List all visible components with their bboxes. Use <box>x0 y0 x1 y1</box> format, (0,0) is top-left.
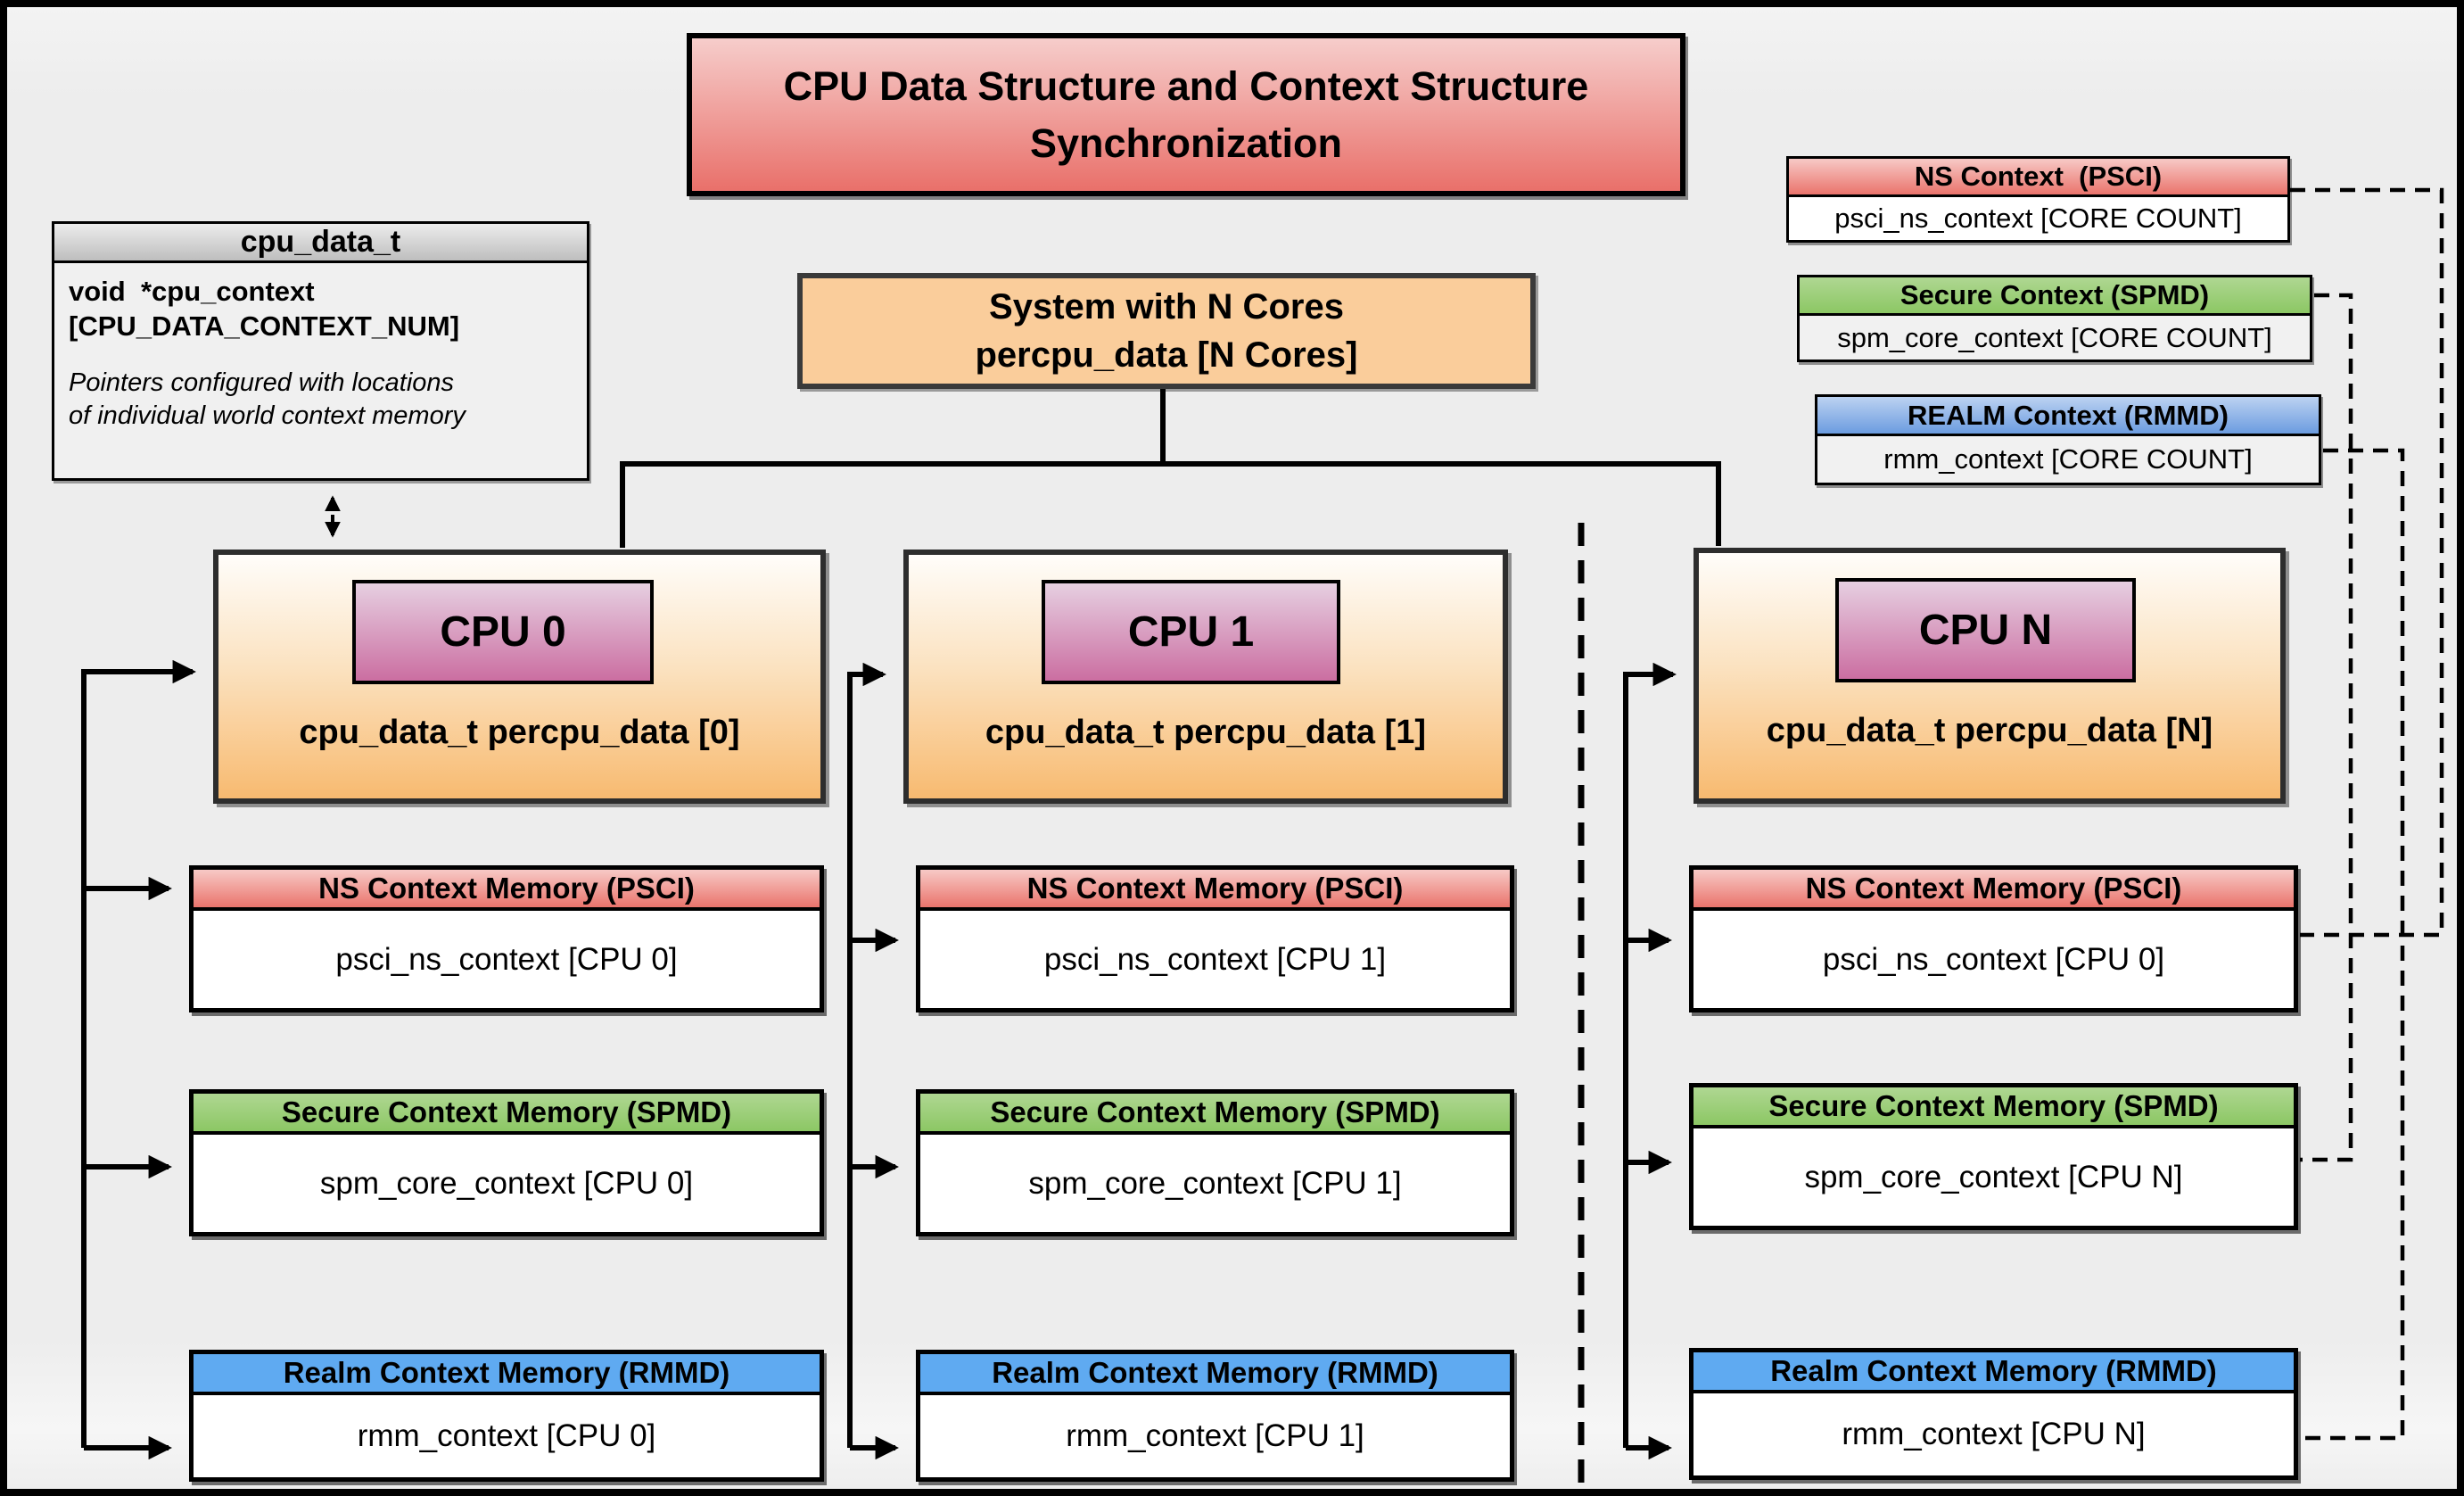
struct-note: Pointers configured with locations of in… <box>69 367 573 433</box>
legend-ns-header: NS Context (PSCI) <box>1789 159 2287 197</box>
cpun-ns-body: psci_ns_context [CPU 0] <box>1693 911 2294 1008</box>
legend-ns-body: psci_ns_context [CORE COUNT] <box>1789 197 2287 240</box>
cpu1-realm-body: rmm_context [CPU 1] <box>920 1395 1510 1477</box>
legend-secure-dashed-link <box>2300 293 2353 1162</box>
cpu0-ns-body: psci_ns_context [CPU 0] <box>194 911 820 1008</box>
cpu1-secure-header: Secure Context Memory (SPMD) <box>920 1094 1510 1135</box>
cpu0-label: CPU 0 <box>352 580 654 684</box>
system-tree-connector <box>620 382 1721 548</box>
struct-note-line1: Pointers configured with locations <box>69 368 455 397</box>
system-box-line1: System with N Cores <box>989 287 1344 326</box>
cpu0-data-label: cpu_data_t percpu_data [0] <box>299 714 740 751</box>
legend-realm-context: REALM Context (RMMD) rmm_context [CORE C… <box>1815 394 2321 485</box>
cpu-data-t-struct-box: cpu_data_t void *cpu_context [CPU_DATA_C… <box>52 221 589 481</box>
cpun-pointer-rail <box>1623 662 1677 1460</box>
cpu1-realm-context-memory-box: Realm Context Memory (RMMD) rmm_context … <box>916 1350 1514 1482</box>
cpun-box: CPU N cpu_data_t percpu_data [N] <box>1693 548 2286 804</box>
cpun-secure-context-memory-box: Secure Context Memory (SPMD) spm_core_co… <box>1689 1083 2298 1230</box>
legend-ns-dashed-link <box>2290 187 2444 938</box>
cpun-realm-context-memory-box: Realm Context Memory (RMMD) rmm_context … <box>1689 1348 2298 1480</box>
cpu0-secure-header: Secure Context Memory (SPMD) <box>194 1094 820 1135</box>
legend-realm-dashed-link <box>2300 448 2405 1441</box>
connector-lines <box>81 187 2444 1486</box>
system-box-line2: percpu_data [N Cores] <box>975 335 1358 375</box>
cpun-ns-header: NS Context Memory (PSCI) <box>1693 870 2294 911</box>
cpu1-data-label: cpu_data_t percpu_data [1] <box>985 714 1427 751</box>
cpu1-ns-context-memory-box: NS Context Memory (PSCI) psci_ns_context… <box>916 865 1514 1012</box>
diagram-title: CPU Data Structure and Context Structure… <box>687 33 1685 196</box>
cpu0-secure-context-memory-box: Secure Context Memory (SPMD) spm_core_co… <box>189 1089 824 1236</box>
cpu1-box: CPU 1 cpu_data_t percpu_data [1] <box>903 550 1508 804</box>
cpu1-label: CPU 1 <box>1042 580 1340 684</box>
legend-ns-context: NS Context (PSCI) psci_ns_context [CORE … <box>1786 156 2290 243</box>
struct-body: void *cpu_context [CPU_DATA_CONTEXT_NUM]… <box>54 263 587 433</box>
cpu0-ns-header: NS Context Memory (PSCI) <box>194 870 820 911</box>
cpu1-ns-header: NS Context Memory (PSCI) <box>920 870 1510 911</box>
cpun-ns-context-memory-box: NS Context Memory (PSCI) psci_ns_context… <box>1689 865 2298 1012</box>
system-box: System with N Cores percpu_data [N Cores… <box>797 273 1536 389</box>
cpu0-realm-context-memory-box: Realm Context Memory (RMMD) rmm_context … <box>189 1350 824 1482</box>
legend-secure-body: spm_core_context [CORE COUNT] <box>1800 316 2310 360</box>
cpu1-ns-body: psci_ns_context [CPU 1] <box>920 911 1510 1008</box>
legend-realm-header: REALM Context (RMMD) <box>1817 397 2319 436</box>
cpun-secure-body: spm_core_context [CPU N] <box>1693 1128 2294 1226</box>
legend-secure-header: Secure Context (SPMD) <box>1800 277 2310 316</box>
cpun-realm-header: Realm Context Memory (RMMD) <box>1693 1352 2294 1393</box>
cpu1-secure-context-memory-box: Secure Context Memory (SPMD) spm_core_co… <box>916 1089 1514 1236</box>
cpu1-realm-header: Realm Context Memory (RMMD) <box>920 1354 1510 1395</box>
struct-note-line2: of individual world context memory <box>69 401 466 430</box>
cpu0-realm-header: Realm Context Memory (RMMD) <box>194 1354 820 1395</box>
legend-realm-body: rmm_context [CORE COUNT] <box>1817 436 2319 483</box>
cpu0-box: CPU 0 cpu_data_t percpu_data [0] <box>213 550 826 804</box>
struct-field-line1: void *cpu_context <box>69 276 315 307</box>
cpu0-ns-context-memory-box: NS Context Memory (PSCI) psci_ns_context… <box>189 865 824 1012</box>
cpun-data-label: cpu_data_t percpu_data [N] <box>1766 712 2213 749</box>
cpun-secure-header: Secure Context Memory (SPMD) <box>1693 1087 2294 1128</box>
cpu0-secure-body: spm_core_context [CPU 0] <box>194 1135 820 1232</box>
legend-secure-context: Secure Context (SPMD) spm_core_context [… <box>1797 275 2312 362</box>
cpun-realm-body: rmm_context [CPU N] <box>1693 1393 2294 1475</box>
struct-field-line2: [CPU_DATA_CONTEXT_NUM] <box>69 310 460 342</box>
cpu0-pointer-rail <box>81 659 196 1460</box>
cpu1-pointer-rail <box>847 662 899 1460</box>
cpu0-realm-body: rmm_context [CPU 0] <box>194 1395 820 1477</box>
cpun-label: CPU N <box>1835 578 2136 682</box>
struct-header: cpu_data_t <box>54 224 587 263</box>
cpu1-secure-body: spm_core_context [CPU 1] <box>920 1135 1510 1232</box>
